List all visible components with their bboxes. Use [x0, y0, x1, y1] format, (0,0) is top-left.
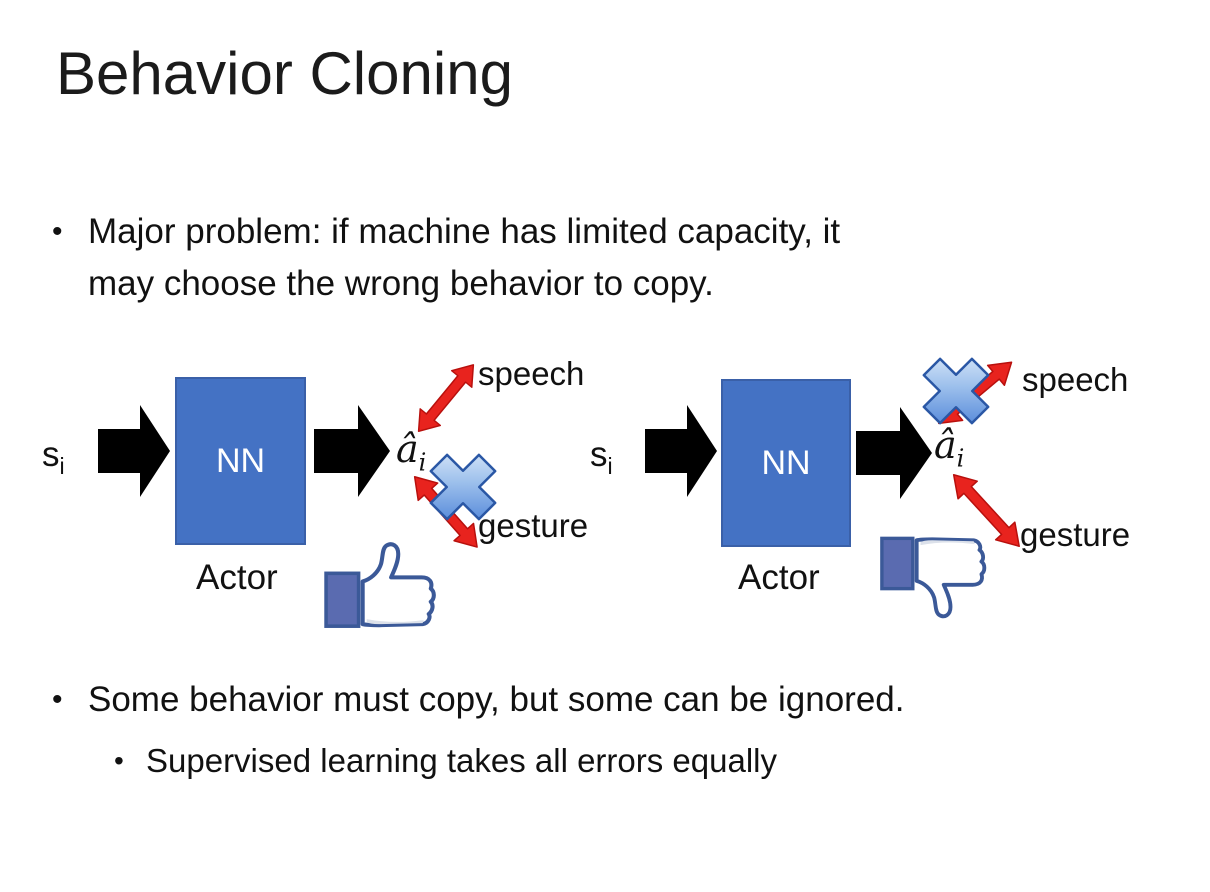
speech-label: speech: [1022, 361, 1129, 398]
block-arrow-icon: [314, 405, 390, 497]
bullet-text: Some behavior must copy, but some can be…: [88, 680, 905, 719]
double-arrow-icon: [952, 473, 1020, 547]
block-arrow-icon: [856, 407, 932, 499]
predicted-action-label: âi: [396, 427, 427, 477]
bullet-line-1: Major problem: if machine has limited ca…: [88, 212, 841, 251]
predicted-action-label: âi: [934, 423, 965, 473]
gesture-label: gesture: [478, 507, 589, 544]
nn-label: NN: [761, 443, 811, 482]
actor-caption: Actor: [196, 558, 278, 597]
nn-box: NN: [721, 379, 851, 547]
block-arrow-icon: [645, 405, 717, 497]
input-state-label: si: [590, 435, 613, 479]
bullet-text: Supervised learning takes all errors equ…: [146, 742, 777, 779]
cross-out-icon: [429, 453, 497, 521]
cross-out-icon: [922, 357, 990, 425]
nn-box: NN: [175, 377, 306, 545]
thumbs-down-icon: [880, 536, 987, 619]
bullet-major-problem: • Major problem: if machine has limited …: [52, 206, 840, 310]
speech-label: speech: [478, 355, 585, 392]
bullet-some-behavior: • Some behavior must copy, but some can …: [52, 676, 904, 724]
thumbs-up-icon: [324, 542, 436, 628]
actor-caption: Actor: [738, 558, 820, 597]
block-arrow-icon: [98, 405, 170, 497]
bullet-text: Major problem: if machine has limited ca…: [88, 206, 840, 310]
gesture-label: gesture: [1020, 516, 1131, 553]
double-arrow-icon: [417, 364, 475, 433]
bullet-marker: •: [114, 745, 124, 776]
bullet-marker: •: [52, 215, 63, 248]
nn-label: NN: [215, 441, 266, 480]
bullet-supervised-learning: • Supervised learning takes all errors e…: [114, 738, 777, 784]
bullet-marker: •: [52, 683, 63, 716]
page-title: Behavior Cloning: [56, 40, 513, 107]
input-state-label: si: [42, 435, 65, 479]
bullet-line-2: may choose the wrong behavior to copy.: [88, 264, 714, 303]
